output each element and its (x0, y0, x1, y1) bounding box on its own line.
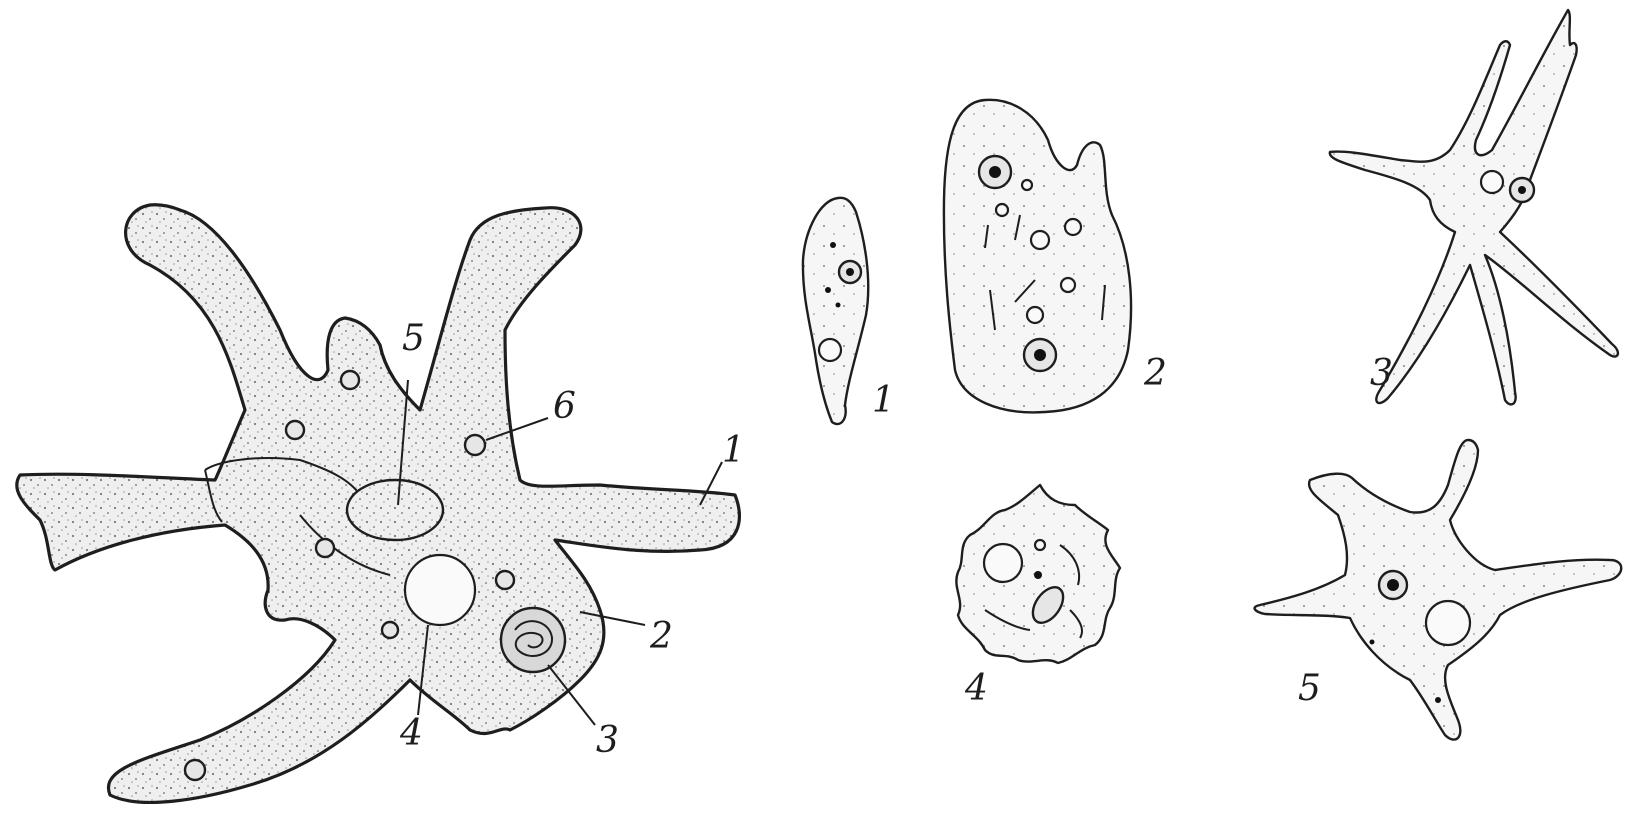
food-vacuole (501, 608, 565, 672)
granule (1370, 640, 1375, 645)
granule (465, 435, 485, 455)
label-5: 5 (402, 318, 425, 359)
form-label-4: 4 (964, 668, 988, 709)
granule (496, 571, 514, 589)
nucleolus (1518, 186, 1526, 194)
label-6: 6 (553, 386, 576, 427)
granule (1435, 697, 1441, 703)
granule (1035, 540, 1045, 550)
nucleus (347, 480, 443, 540)
amoeba-form-1: 1 (803, 198, 895, 424)
food-vacuole (1426, 601, 1470, 645)
form-label-1: 1 (872, 380, 895, 421)
granule (286, 421, 304, 439)
granule (316, 539, 334, 557)
nucleolus (846, 268, 854, 276)
form-label-2: 2 (1143, 353, 1167, 394)
contractile-vacuole (405, 555, 475, 625)
label-3: 3 (596, 720, 619, 761)
granule (836, 303, 841, 308)
form-label-3: 3 (1370, 353, 1393, 394)
granule (825, 287, 831, 293)
granule (1034, 571, 1042, 579)
vacuole (819, 339, 841, 361)
vacuole (1481, 171, 1503, 193)
granule (830, 242, 836, 248)
amoeba-form-2: 2 (944, 100, 1167, 413)
label-2: 2 (649, 616, 673, 657)
nucleolus (1387, 579, 1399, 591)
label-1: 1 (722, 430, 745, 471)
vacuole (1027, 307, 1043, 323)
vacuole (1022, 180, 1032, 190)
vacuole (1061, 278, 1075, 292)
amoeba-form-3: 3 (1330, 10, 1618, 404)
granule (185, 760, 205, 780)
amoeba-form-4: 4 (956, 485, 1120, 709)
nucleolus (1034, 349, 1046, 361)
vacuole (984, 544, 1022, 582)
amoeba-form-3-body (1330, 10, 1618, 404)
vacuole (1031, 231, 1049, 249)
vacuole (996, 204, 1008, 216)
granule (382, 622, 398, 638)
granule (341, 371, 359, 389)
amoeba-form-1-body (803, 198, 868, 424)
nucleolus (989, 166, 1001, 178)
label-4: 4 (399, 713, 423, 754)
form-label-5: 5 (1298, 668, 1321, 709)
amoeba-form-5: 5 (1255, 440, 1622, 740)
vacuole (1065, 219, 1081, 235)
main-amoeba: 5 6 1 2 3 4 (17, 205, 745, 803)
